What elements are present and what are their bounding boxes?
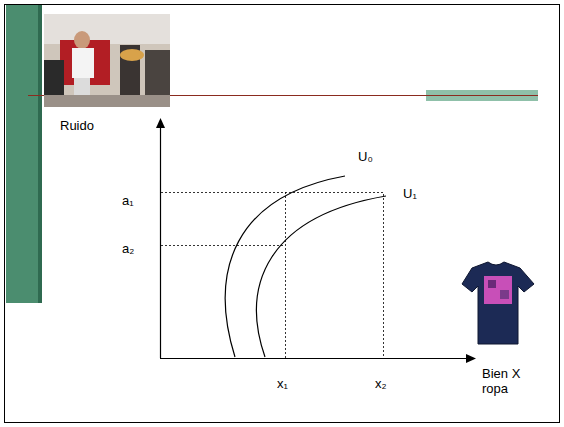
x-axis (160, 358, 470, 359)
x-axis-arrow (466, 354, 476, 363)
curve-label: U₀ (358, 149, 373, 164)
axis-value: a₂ (122, 241, 134, 256)
tshirt-icon (462, 262, 534, 344)
axis-value: x₂ (375, 376, 387, 391)
curve-label: U₁ (403, 186, 417, 201)
indifference-curve (225, 176, 345, 357)
axis-value: x₁ (277, 376, 288, 391)
axis-title: Ruido (60, 118, 94, 133)
y-axis-arrow (156, 118, 165, 128)
axis-value: a₁ (122, 193, 134, 208)
slide-frame (5, 5, 560, 423)
indifference-curve (257, 196, 386, 357)
axis-title: Bien X ropa (482, 366, 530, 396)
y-axis (160, 124, 161, 358)
side-bar-edge (38, 5, 42, 303)
photo (44, 14, 170, 107)
guide-lines (161, 192, 384, 358)
side-bar (6, 5, 42, 303)
